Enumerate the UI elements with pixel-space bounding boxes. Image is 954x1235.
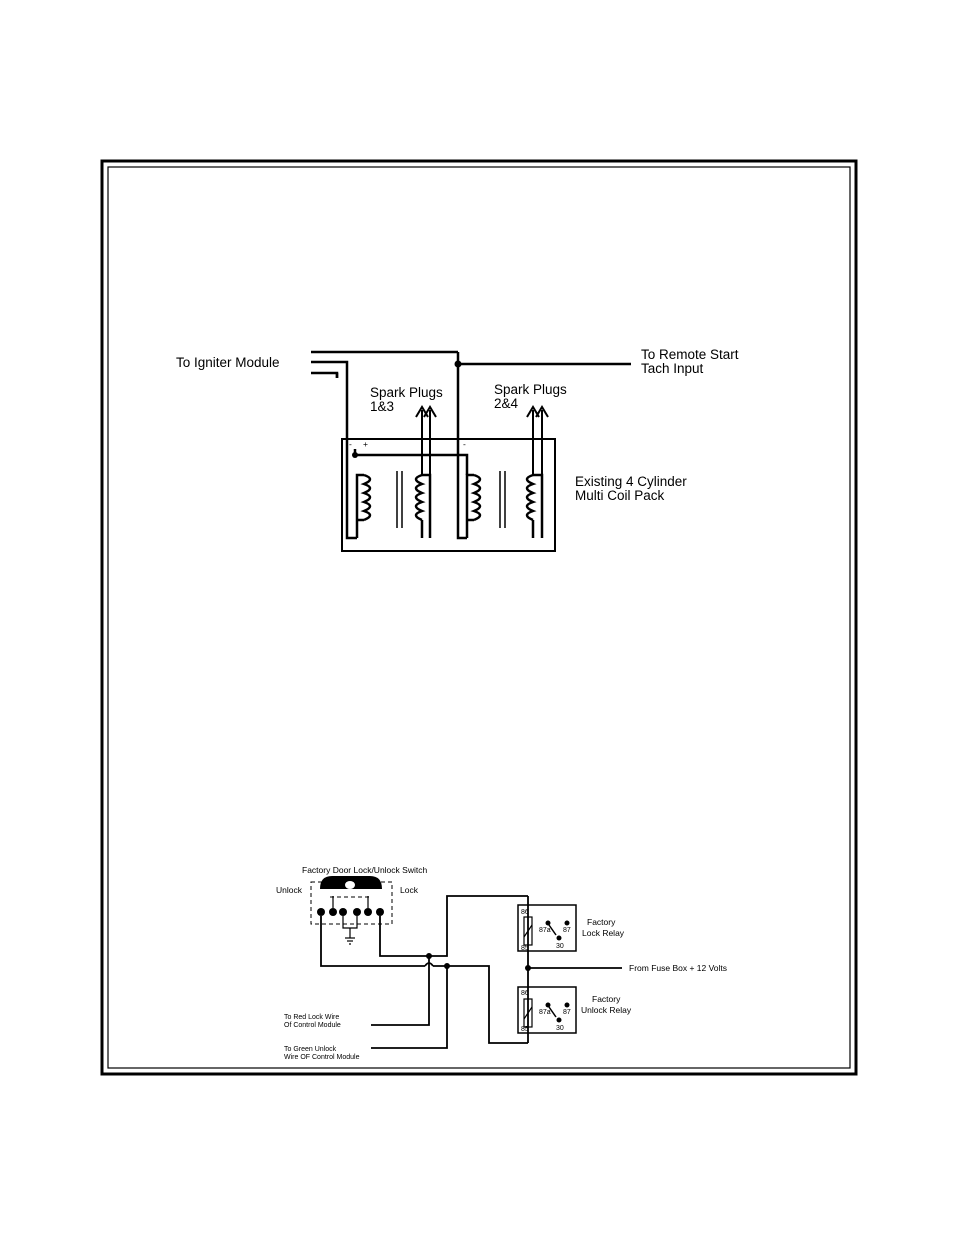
coil-2 <box>414 473 432 538</box>
plugs-24-label-1: Spark Plugs <box>494 382 567 397</box>
green-wire-label-2: Wire OF Control Module <box>284 1054 360 1061</box>
unlock-relay-pin-86: 86 <box>521 990 529 997</box>
unlock-relay-label-1: Factory <box>592 994 621 1004</box>
door-lock-diagram: Factory Door Lock/Unlock Switch Unlock L… <box>276 865 727 1061</box>
spark-plug-leads-13 <box>415 405 437 538</box>
unlock-label: Unlock <box>276 885 303 895</box>
lock-relay-pin-86: 86 <box>521 909 529 916</box>
lock-relay-label-2: Lock Relay <box>582 928 625 938</box>
coil-pack-label-2: Multi Coil Pack <box>575 488 665 503</box>
unlock-relay-label-2: Unlock Relay <box>581 1005 632 1015</box>
lock-relay-pin-30: 30 <box>556 943 564 950</box>
plus-junction <box>352 452 358 458</box>
plugs-24-label-2: 2&4 <box>494 396 519 411</box>
unlock-relay-pin-30: 30 <box>556 1025 564 1032</box>
red-wire-label-1: To Red Lock Wire <box>284 1014 339 1021</box>
switch-title: Factory Door Lock/Unlock Switch <box>302 865 427 875</box>
red-wire-label-2: Of Control Module <box>284 1022 341 1029</box>
lock-relay-pin-87: 87 <box>563 927 571 934</box>
junction-green <box>444 963 450 969</box>
lock-relay-pin-85: 85 <box>521 945 529 952</box>
plugs-13-label-1: Spark Plugs <box>370 385 443 400</box>
terminal-minus-left: - <box>349 439 352 449</box>
terminal-plus: + <box>363 439 368 449</box>
lock-wires <box>320 895 622 1049</box>
coil-4 <box>525 473 544 538</box>
unlock-relay-pin-87: 87 <box>563 1009 571 1016</box>
tach-label-1: To Remote Start <box>641 347 739 362</box>
fuse-label: From Fuse Box + 12 Volts <box>629 963 727 973</box>
igniter-wires <box>311 350 458 540</box>
core-2 <box>499 471 506 528</box>
tach-label-2: Tach Input <box>641 361 704 376</box>
lock-label: Lock <box>400 885 419 895</box>
unlock-relay-pin-87a: 87a <box>539 1009 551 1016</box>
lock-relay: 86 85 87a 87 30 <box>517 904 577 952</box>
lock-relay-label-1: Factory <box>587 917 616 927</box>
coil-pack-box <box>341 438 556 552</box>
coil-1 <box>355 473 372 538</box>
terminal-minus-right: - <box>463 439 466 449</box>
coil-pack-label-1: Existing 4 Cylinder <box>575 474 687 489</box>
lock-relay-pin-87a: 87a <box>539 927 551 934</box>
unlock-relay-pin-85: 85 <box>521 1026 529 1033</box>
coil-3 <box>465 473 482 538</box>
junction-red <box>426 953 432 959</box>
plus-bridge-wire <box>353 449 469 475</box>
rocker-pivot <box>345 881 355 889</box>
spark-plug-leads-24 <box>526 405 549 538</box>
outer-border <box>100 159 858 1076</box>
junction-fuse <box>525 965 531 971</box>
unlock-relay: 86 85 87a 87 30 <box>517 986 577 1034</box>
switch-pins <box>317 908 384 916</box>
core-1 <box>396 471 403 528</box>
igniter-label: To Igniter Module <box>176 355 280 370</box>
coil-pack-diagram: - + - <box>176 347 739 552</box>
green-wire-label-1: To Green Unlock <box>284 1046 337 1053</box>
inner-border <box>107 166 851 1069</box>
plugs-13-label-2: 1&3 <box>370 399 394 414</box>
switch-housing <box>310 881 393 925</box>
